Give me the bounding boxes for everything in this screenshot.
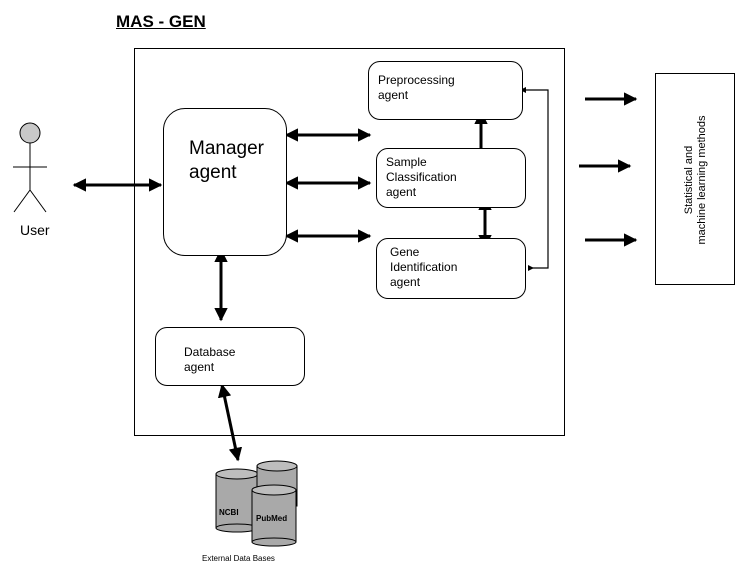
gene-identification-agent-label: Gene Identification agent [390,245,458,289]
user-icon [13,122,47,213]
ncbi-label: NCBI [219,508,239,517]
user-label: User [20,222,50,238]
preprocessing-agent-label: Preprocessing agent [378,73,455,102]
mas-gen-system-boundary [134,48,565,436]
gene-identification-agent-box [376,238,526,299]
external-databases-label: External Data Bases [202,554,275,563]
database-external-arrow [217,383,243,462]
pubmed-database-icon [251,484,297,547]
sample-classification-agent-label: Sample Classification agent [386,155,457,199]
preprocessing-agent-box [368,61,523,120]
ncbi-database-icon [215,468,259,533]
preprocessing-gene-bracket [520,89,549,269]
statistical-methods-box: Statistical and machine learning methods [655,73,735,285]
manager-agent-box [163,108,287,256]
diagram-title: MAS - GEN [116,12,206,31]
statistical-methods-label: Statistical and machine learning methods [683,115,708,245]
pubmed-label: PubMed [256,514,288,523]
sample-classification-agent-box [376,148,526,208]
database-agent-box [155,327,305,386]
database-agent-label: Database agent [184,345,236,374]
manager-agent-label: Manager agent [189,138,264,183]
